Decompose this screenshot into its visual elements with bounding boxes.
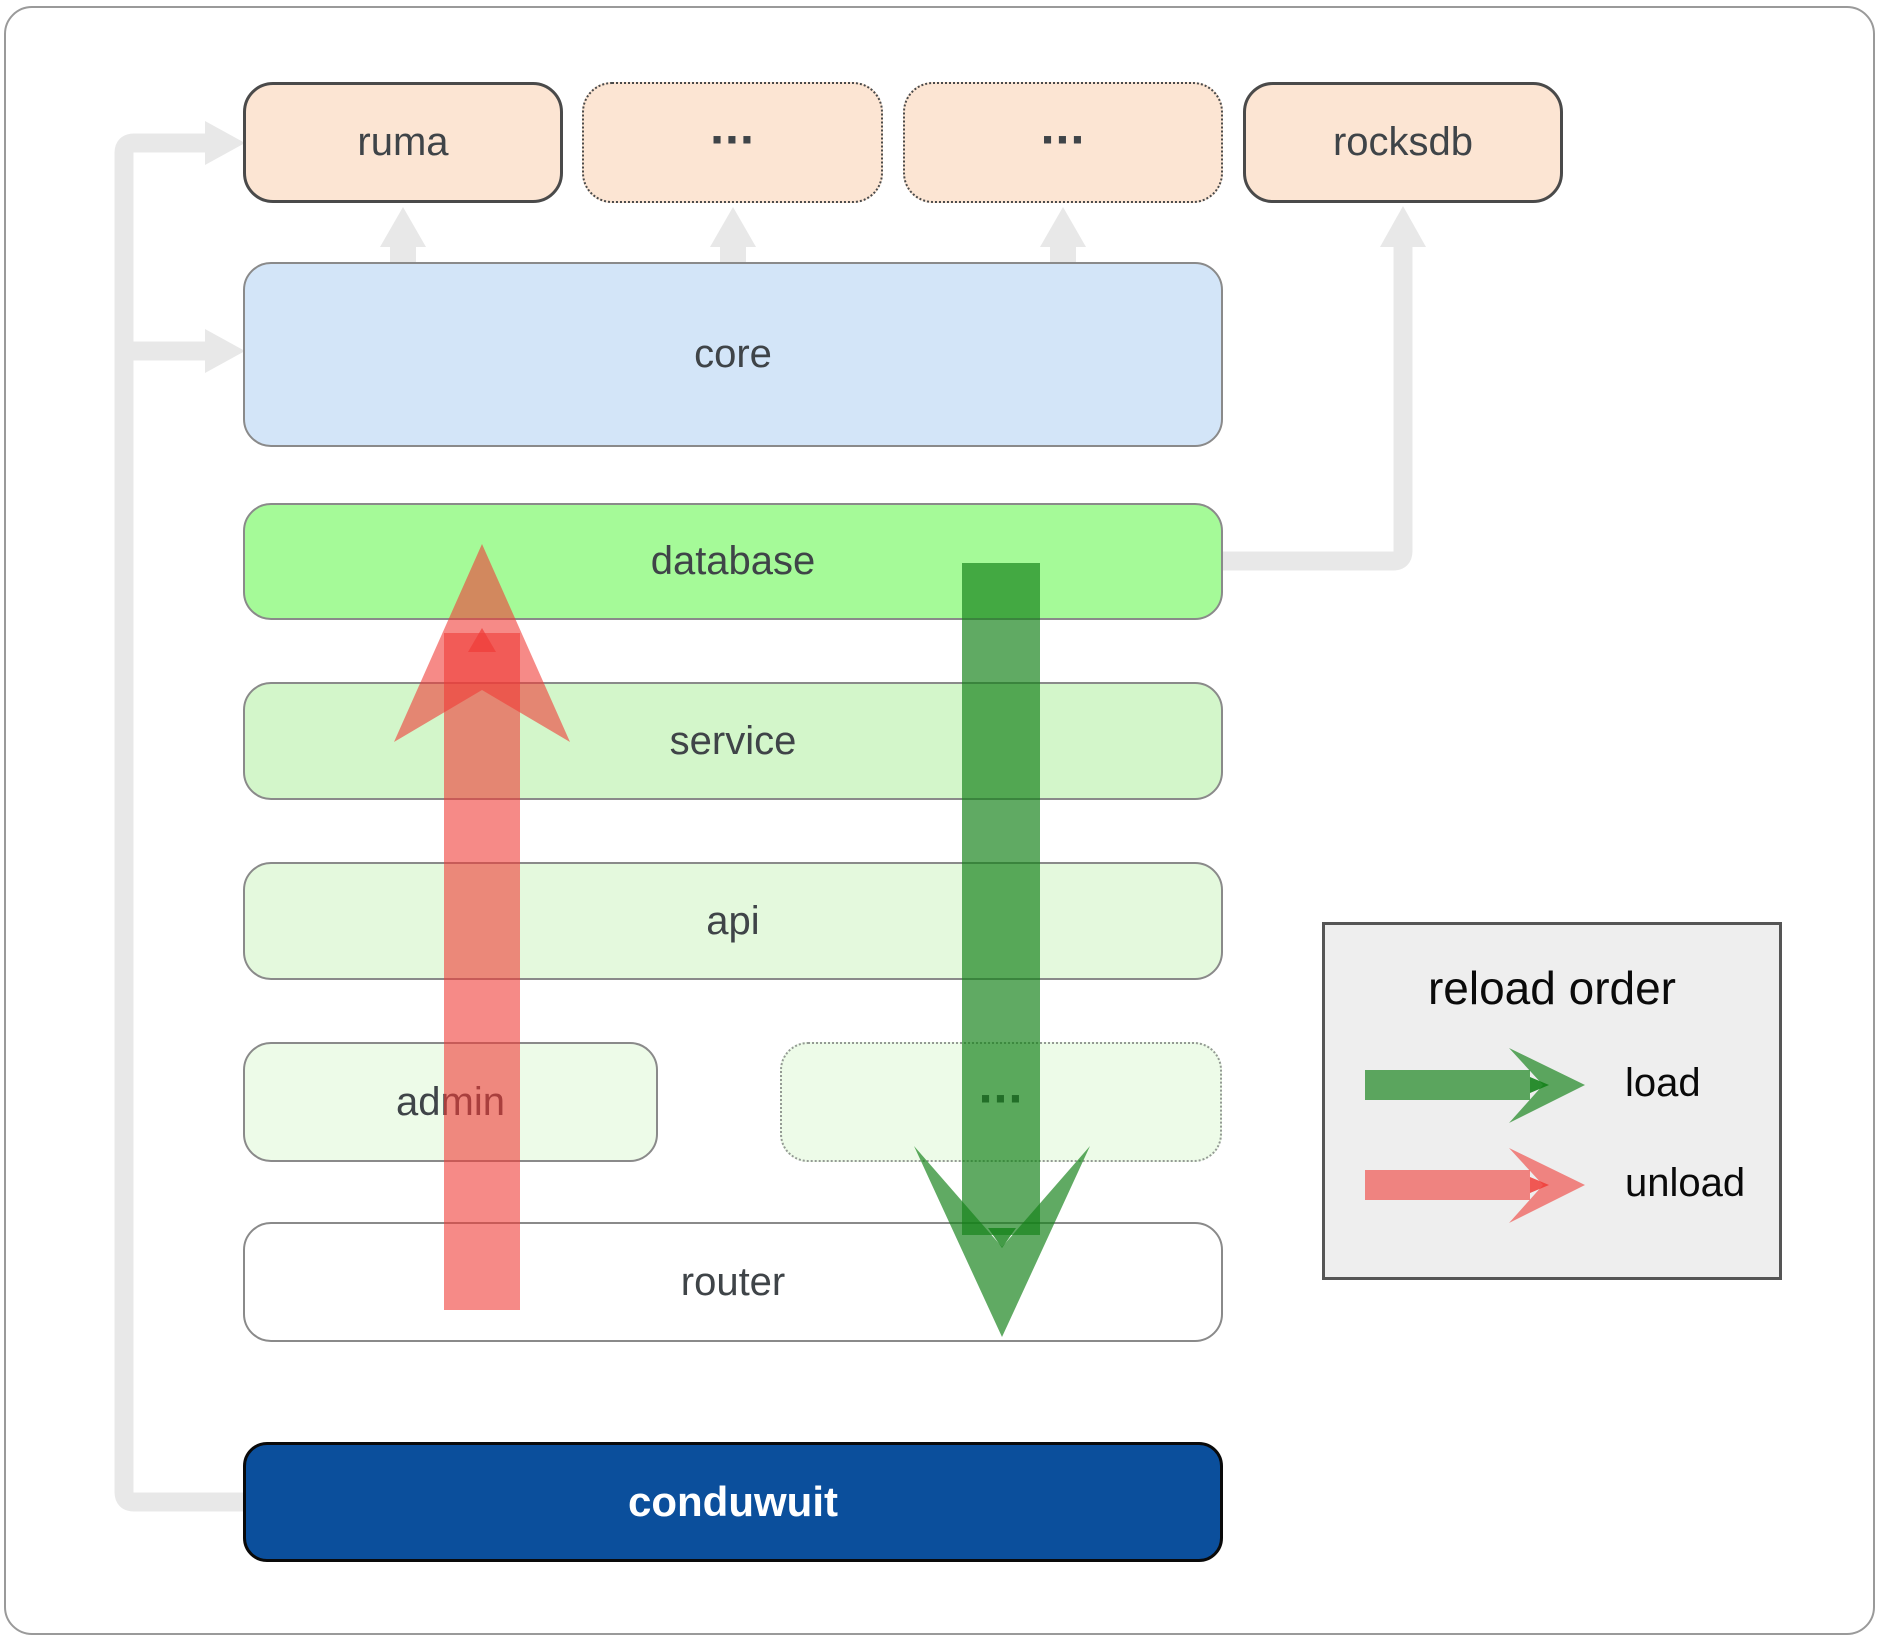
- node-database-label: database: [650, 539, 816, 583]
- node-dependency-1-label: ...: [710, 98, 755, 154]
- node-ruma-label: ruma: [357, 120, 449, 164]
- legend: reload order load unload: [1322, 922, 1782, 1280]
- legend-arrows: [1365, 1048, 1585, 1223]
- node-ruma: ruma: [243, 82, 563, 203]
- legend-load-label: load: [1625, 1061, 1701, 1105]
- legend-load-arrow-tip-icon: [1530, 1077, 1549, 1093]
- node-dependency-2: ...: [903, 82, 1223, 203]
- diagram-frame: [4, 6, 1875, 1635]
- node-router: router: [243, 1222, 1223, 1342]
- node-dependency-2-label: ...: [1040, 98, 1086, 154]
- node-conduwuit-label: conduwuit: [628, 1478, 838, 1525]
- node-admin: admin: [243, 1042, 658, 1162]
- node-core: core: [243, 262, 1223, 447]
- legend-unload-label: unload: [1625, 1161, 1746, 1205]
- legend-load-arrow-shaft: [1365, 1070, 1530, 1100]
- node-api: api: [243, 862, 1223, 980]
- legend-title: reload order: [1427, 962, 1677, 1014]
- node-api-label: api: [706, 898, 760, 943]
- node-conduwuit: conduwuit: [243, 1442, 1223, 1562]
- node-database: database: [243, 503, 1223, 620]
- node-core-label: core: [694, 332, 772, 376]
- node-admin-label: admin: [396, 1079, 505, 1124]
- node-rocksdb-label: rocksdb: [1332, 120, 1474, 164]
- node-more-modules-label: ...: [978, 1057, 1024, 1114]
- legend-unload-arrow-shaft: [1365, 1170, 1530, 1200]
- node-dependency-1: ...: [582, 82, 883, 203]
- node-more-modules: ...: [780, 1042, 1222, 1162]
- node-service: service: [243, 682, 1223, 800]
- node-rocksdb: rocksdb: [1243, 82, 1563, 203]
- node-service-label: service: [669, 718, 797, 763]
- legend-unload-arrow-tip-icon: [1530, 1177, 1549, 1193]
- node-router-label: router: [680, 1259, 786, 1304]
